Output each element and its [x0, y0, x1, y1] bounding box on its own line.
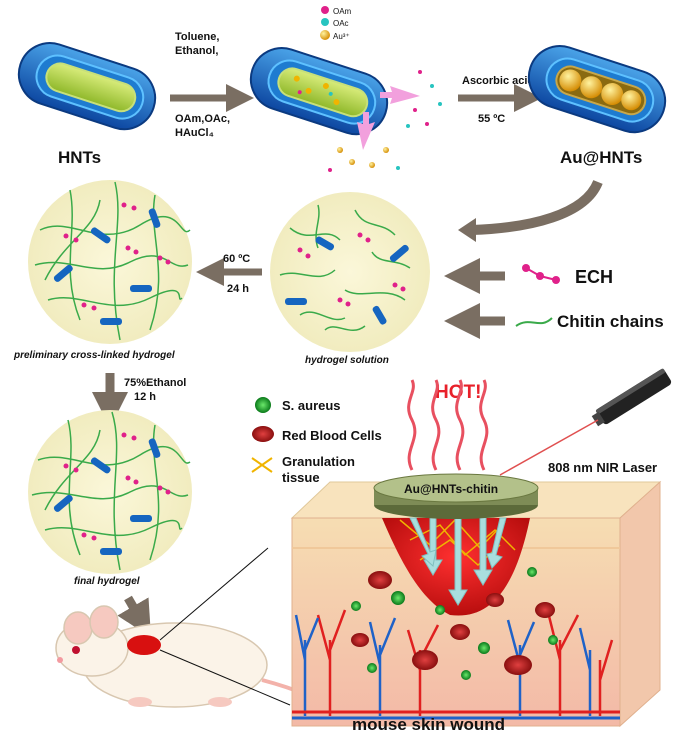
step1-text: Toluene,: [175, 31, 219, 43]
dressing-label: Au@HNTs-chitin: [404, 482, 498, 496]
au-swatch: [320, 30, 330, 40]
heat-text: 24 h: [227, 283, 249, 295]
final-label: final hydrogel: [74, 576, 140, 587]
hydrogel-solution-circle: [270, 192, 430, 352]
laser-beam: [499, 419, 599, 476]
prelim-label: preliminary cross-linked hydrogel: [13, 350, 175, 361]
return-arrow: [471, 179, 603, 235]
chitin-label: Chitin chains: [557, 312, 664, 331]
granulation-label: Granulation: [282, 454, 355, 469]
step1-text: OAm,OAc,: [175, 113, 230, 125]
pink-arrow: [357, 112, 375, 150]
rbc-label: Red Blood Cells: [282, 428, 382, 443]
hot-label: HOT!: [435, 382, 481, 403]
oac-swatch: [321, 18, 329, 26]
auhnts-label: Au@HNTs: [560, 148, 642, 167]
particle-cloud: [328, 70, 442, 172]
laser-icon: [591, 368, 672, 427]
heat-text: 60 ºC: [223, 253, 250, 265]
ech-label: ECH: [575, 267, 613, 287]
heat-wave-icon: [407, 379, 489, 471]
oam-label: OAm: [333, 7, 352, 16]
hnt-tube-icon: [17, 42, 157, 131]
process-arrow: [117, 595, 152, 638]
granulation-label: tissue: [282, 470, 320, 485]
return-arrow-head: [458, 218, 476, 242]
prelim-hydrogel-circle: [28, 180, 192, 344]
saureus-swatch: [255, 397, 271, 413]
mouse-icon: [55, 605, 342, 714]
step2-text: Ascorbic acid: [462, 75, 534, 87]
granulation-swatch: [251, 457, 273, 473]
pink-arrow: [380, 86, 420, 104]
wound-title: mouse skin wound: [352, 715, 505, 734]
ethanol-text: 12 h: [134, 391, 156, 403]
hnt-loading-tube-icon: [249, 47, 389, 136]
chitin-icon: [515, 317, 553, 327]
dressing-disc: [373, 473, 539, 519]
ethanol-text: 75%Ethanol: [124, 377, 186, 389]
zoom-line: [159, 547, 269, 641]
oac-label: OAc: [333, 19, 349, 28]
saureus-label: S. aureus: [282, 398, 341, 413]
final-hydrogel-circle: [28, 410, 192, 574]
step1-text: Ethanol,: [175, 45, 218, 57]
au-hnt-tube-icon: [527, 45, 667, 134]
rbc-swatch: [252, 426, 274, 442]
zoom-line: [159, 649, 291, 706]
oam-swatch: [321, 6, 329, 14]
hnts-label: HNTs: [58, 148, 101, 167]
solution-label: hydrogel solution: [305, 355, 389, 366]
step2-text: 55 ºC: [478, 113, 505, 125]
step1-text: HAuCl₄: [175, 127, 214, 139]
au-label: Au³⁺: [333, 32, 350, 41]
skin-wound-model: [290, 480, 662, 728]
laser-label: 808 nm NIR Laser: [548, 460, 657, 475]
ech-icon: [522, 264, 560, 284]
